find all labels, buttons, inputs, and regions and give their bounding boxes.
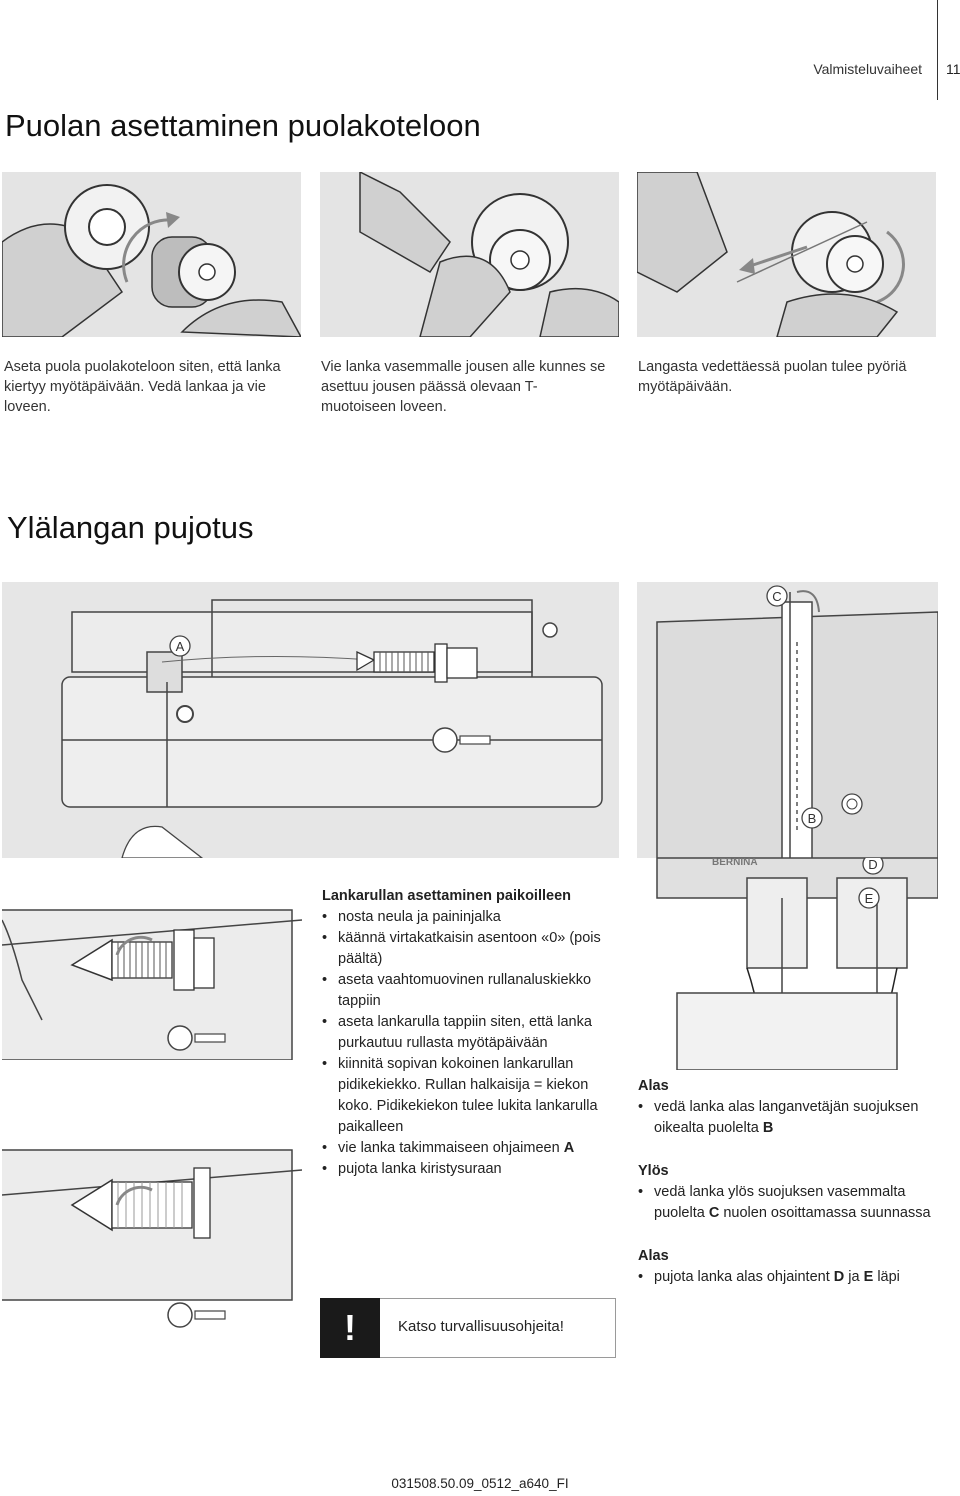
caption-photo-1: Aseta puola puolakoteloon siten, että la…: [4, 359, 281, 415]
warning-icon: !: [320, 1298, 380, 1358]
spool-illustration-1: [2, 880, 302, 1060]
thread-down-instructions: Alas vedä lanka alas langanvetäjän suoju…: [638, 1076, 938, 1139]
spool-step: kiinnitä sopivan kokoinen lankarullan pi…: [322, 1054, 612, 1138]
bobbin-photo-3: [637, 172, 936, 337]
machine-head-illustration: C B: [637, 582, 938, 858]
spool-steps: nosta neula ja paininjalka käännä virtak…: [322, 907, 612, 1180]
label-e: E: [865, 891, 874, 906]
brand-label: BERNINA: [712, 858, 758, 868]
warning-text: Katso turvallisuusohjeita!: [398, 1318, 564, 1335]
section-title-threading: Ylälangan pujotus: [7, 510, 254, 545]
needle-area-illustration: BERNINA D E: [637, 858, 938, 1070]
up-step: vedä lanka ylös suojuksen vasemmalta puo…: [638, 1182, 938, 1224]
spool-step: aseta lankarulla tappiin siten, että lan…: [322, 1012, 612, 1054]
spool-illustration-2: [2, 1120, 302, 1340]
bobbin-photo-1: [2, 172, 301, 337]
label-d: D: [868, 858, 877, 872]
down2-title: Alas: [638, 1248, 669, 1264]
caption-photo-2: Vie lanka vasemmalle jousen alle kunnes …: [321, 359, 606, 415]
running-header-section: Valmisteluvaiheet: [813, 61, 922, 77]
spool-step: käännä virtakatkaisin asentoon «0» (pois…: [322, 928, 612, 970]
page-number: 11: [946, 61, 960, 77]
bobbin-photo-2: [320, 172, 619, 337]
thread-down2-instructions: Alas pujota lanka alas ohjaintent D ja E…: [638, 1246, 938, 1288]
spool-step: nosta neula ja paininjalka: [322, 907, 612, 928]
thread-up-instructions: Ylös vedä lanka ylös suojuksen vasemmalt…: [638, 1161, 938, 1224]
header-divider: [937, 0, 938, 100]
machine-top-illustration: A: [2, 582, 619, 858]
spool-instructions: Lankarullan asettaminen paikoilleen nost…: [322, 886, 612, 1180]
spool-instructions-title: Lankarullan asettaminen paikoilleen: [322, 888, 571, 904]
up-title: Ylös: [638, 1163, 669, 1179]
down2-step: pujota lanka alas ohjaintent D ja E läpi: [638, 1267, 938, 1288]
label-b: B: [808, 811, 817, 826]
label-c: C: [772, 589, 781, 604]
spool-step: vie lanka takimmaiseen ohjaimeen A: [322, 1138, 612, 1159]
label-a: A: [176, 639, 185, 654]
down-step: vedä lanka alas langanvetäjän suojuksen …: [638, 1097, 938, 1139]
down-title: Alas: [638, 1078, 669, 1094]
spool-step: pujota lanka kiristysuraan: [322, 1159, 612, 1180]
section-title-bobbin: Puolan asettaminen puolakoteloon: [5, 108, 481, 143]
caption-photo-3: Langasta vedettäessä puolan tulee pyöriä…: [638, 359, 907, 395]
spool-step: aseta vaahtomuovinen rullanaluskiekko ta…: [322, 970, 612, 1012]
document-code: 031508.50.09_0512_a640_FI: [391, 1476, 569, 1491]
